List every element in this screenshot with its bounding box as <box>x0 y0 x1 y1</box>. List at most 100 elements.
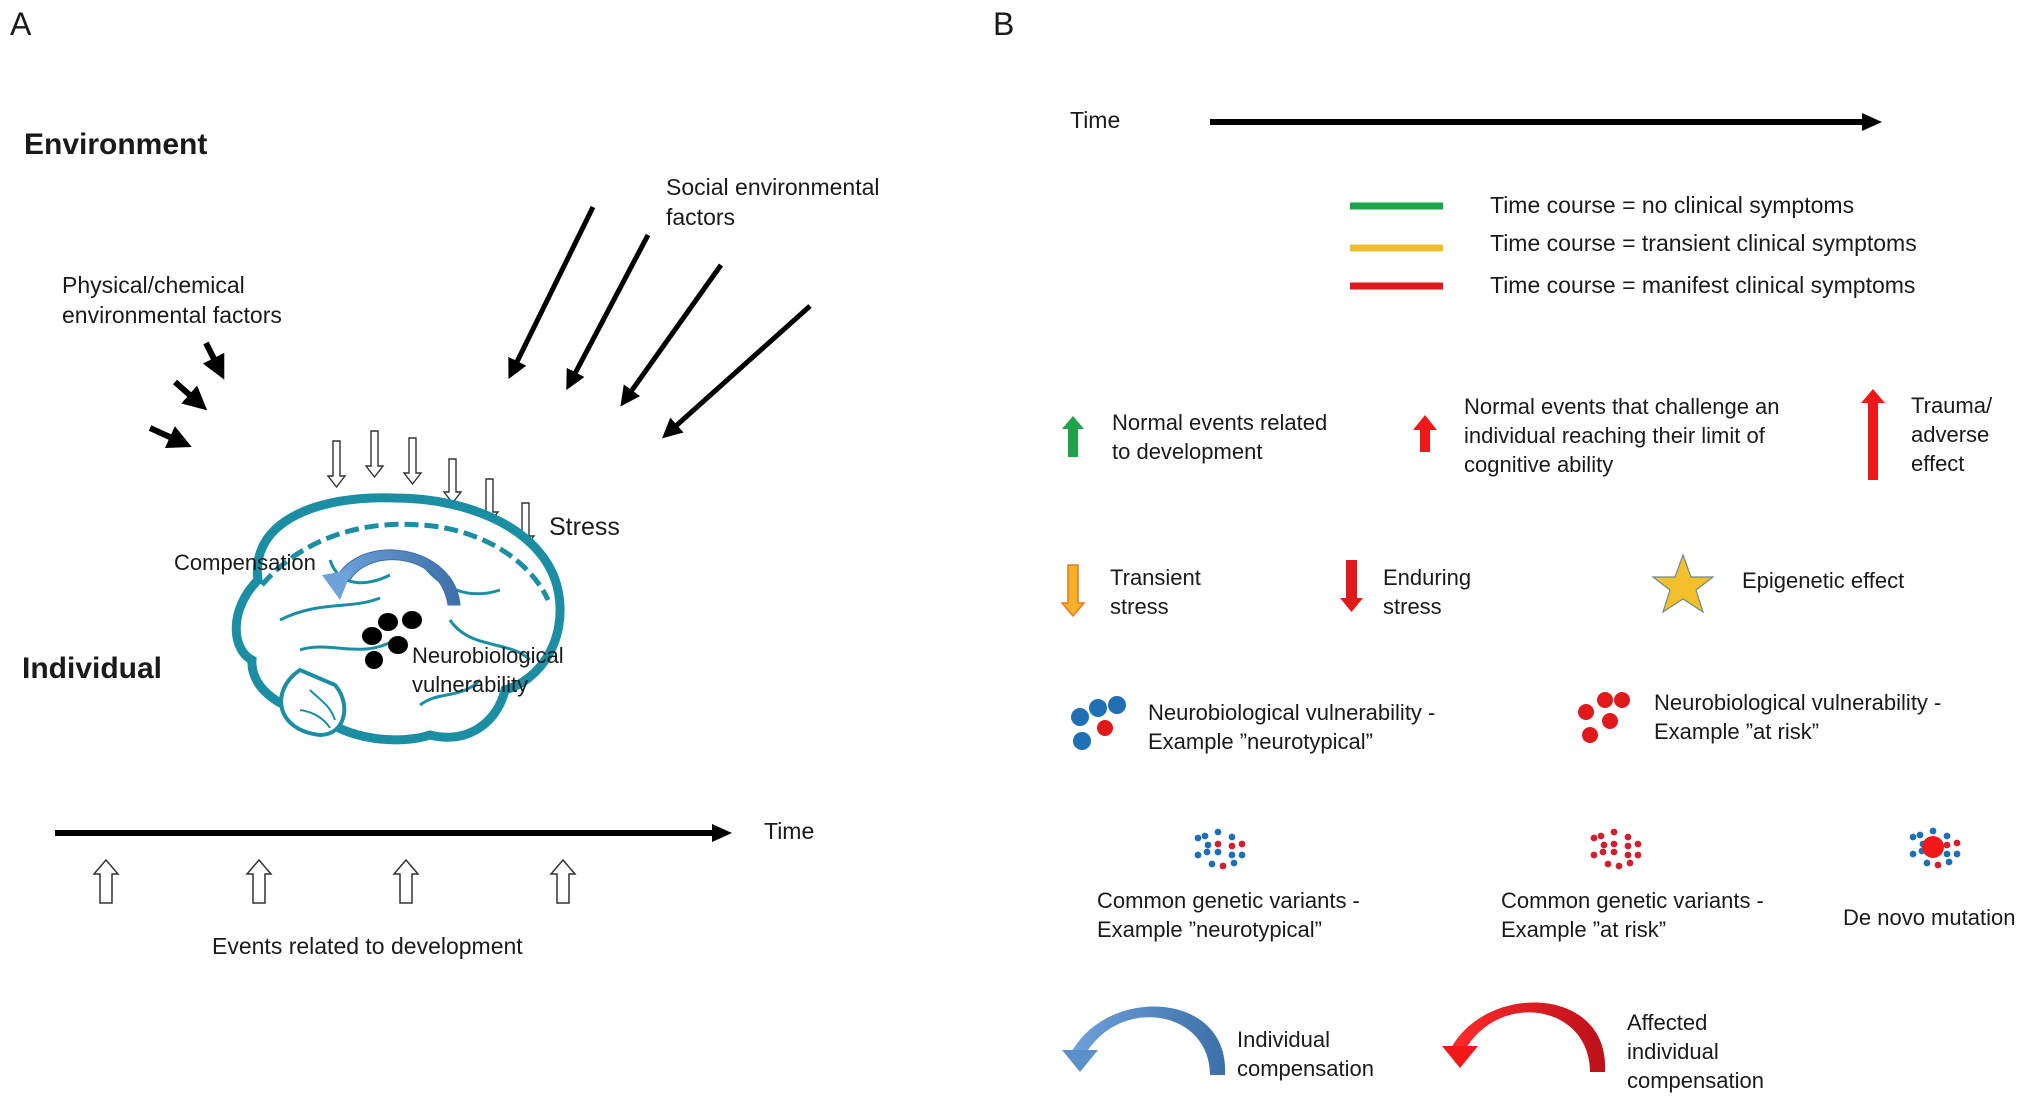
variant-dot <box>1219 862 1227 870</box>
stress-label: Stress <box>549 513 620 541</box>
dev-arrow-2 <box>245 858 273 904</box>
orange-down-arrow-icon <box>1060 564 1086 618</box>
dev-arrow-1 <box>92 858 120 904</box>
brain-illustration <box>231 493 565 745</box>
vuln-dot-4 <box>388 636 408 654</box>
genetic-label-at-risk: Common genetic variants - Example ”at ri… <box>1501 888 1764 942</box>
variant-dot <box>1953 850 1961 858</box>
variant-dot <box>1600 841 1608 849</box>
genetic-label-neurotypical: Common genetic variants - Example ”neuro… <box>1097 888 1360 942</box>
physical-arrow-2 <box>173 379 208 411</box>
de-novo-mutation-icon <box>1909 827 1961 869</box>
variant-dot <box>1599 848 1607 856</box>
individual-heading: Individual <box>22 652 163 685</box>
genetic-variants-at-risk-icon <box>1590 828 1642 870</box>
variant-dot <box>1909 850 1917 858</box>
timeline-b-time-label: Time <box>1070 107 1121 133</box>
development-arrows <box>92 858 577 904</box>
variant-dot <box>1228 851 1236 859</box>
variant-dot <box>1208 860 1216 868</box>
green-up-arrow-icon <box>1062 416 1084 457</box>
dev-arrow-4 <box>549 858 577 904</box>
physical-factor-arrows <box>148 341 225 448</box>
star-icon <box>1651 553 1715 614</box>
epigenetic-effect-label: Epigenetic effect <box>1742 568 1905 593</box>
variant-dot <box>1909 833 1917 841</box>
vulnerability-label-at-risk: Neurobiological vulnerability - Example … <box>1654 690 1942 744</box>
social-arrow-4 <box>662 304 812 439</box>
variant-dot <box>1953 839 1961 847</box>
social-arrow-2 <box>566 233 651 391</box>
affected-compensation-icon <box>1442 1002 1606 1072</box>
variant-dot <box>1923 859 1931 867</box>
stress-arrow-2 <box>364 430 385 479</box>
individual-compensation-icon <box>1062 1006 1226 1075</box>
variant-dot <box>1610 828 1618 836</box>
variant-dot <box>1943 850 1951 858</box>
social-arrow-1 <box>508 205 596 380</box>
timeline-a <box>55 824 732 842</box>
genetic-variants-neurotypical-icon <box>1194 828 1246 870</box>
timeline-b <box>1210 113 1882 131</box>
social-factors-label: Social environmental factors <box>666 174 880 230</box>
variant-dot <box>1203 848 1211 856</box>
vulnerability-cluster-at-risk-icon <box>1578 692 1630 743</box>
de-novo-core <box>1922 836 1944 858</box>
event-label-trauma: Trauma/ adverse effect <box>1911 393 1993 476</box>
variant-dot <box>1228 833 1236 841</box>
affected-compensation-label: Affected individual compensation <box>1627 1010 1764 1093</box>
vulnerability-dots <box>362 611 422 669</box>
variant-dot <box>1194 834 1202 842</box>
vulnerability-cluster-neurotypical-icon <box>1071 696 1126 750</box>
variant-dot <box>1214 828 1222 836</box>
variant-dot <box>1238 840 1246 848</box>
social-arrow-3 <box>620 263 724 407</box>
variant-dot <box>1916 831 1924 839</box>
de-novo-mutation-label: De novo mutation <box>1843 905 2016 930</box>
dev-arrow-3 <box>392 858 420 904</box>
variant-dot <box>1204 841 1212 849</box>
compensation-label: Compensation <box>174 550 316 575</box>
variant-dot <box>1943 841 1951 849</box>
variant-dot <box>1194 851 1202 859</box>
vuln-dot-1 <box>378 613 398 631</box>
vuln-dot-5 <box>365 651 383 669</box>
physical-arrow-3 <box>148 425 192 448</box>
stress-arrow-1 <box>326 440 347 489</box>
panel-a-label: A <box>10 6 32 42</box>
variant-dot <box>1934 861 1942 869</box>
panel-b-label: B <box>993 6 1015 42</box>
variant-dot <box>1929 827 1937 835</box>
variant-dot <box>1590 851 1598 859</box>
variant-dot <box>1610 848 1618 856</box>
legend-label-manifest: Time course = manifest clinical symptoms <box>1490 272 1916 298</box>
variant-dot <box>1943 832 1951 840</box>
variant-dot <box>1634 840 1642 848</box>
variant-dot <box>1610 840 1618 848</box>
stress-label-enduring: Enduring stress <box>1383 565 1472 619</box>
variant-dot <box>1214 840 1222 848</box>
variant-dot <box>1624 833 1632 841</box>
event-label-challenge: Normal events that challenge an individu… <box>1464 394 1780 477</box>
vuln-dot-3 <box>362 627 382 645</box>
compensation-arrow <box>322 549 461 606</box>
variant-dot <box>1201 832 1209 840</box>
environment-heading: Environment <box>24 128 208 161</box>
variant-dot <box>1228 842 1236 850</box>
legend-label-transient: Time course = transient clinical symptom… <box>1490 230 1917 256</box>
legend-label-no-symptoms: Time course = no clinical symptoms <box>1490 192 1855 218</box>
timeline-a-time-label: Time <box>764 818 815 844</box>
red-up-arrow-short-icon <box>1413 415 1437 452</box>
social-factor-arrows <box>508 205 812 439</box>
vulnerability-label: Neurobiological vulnerability <box>412 643 564 697</box>
red-up-arrow-long-icon <box>1861 389 1885 480</box>
stress-arrow-3 <box>402 437 423 486</box>
variant-dot <box>1945 858 1953 866</box>
variant-dot <box>1214 848 1222 856</box>
variant-dot <box>1634 851 1642 859</box>
variant-dot <box>1597 832 1605 840</box>
physical-factors-label: Physical/chemical environmental factors <box>62 272 282 328</box>
variant-dot <box>1604 860 1612 868</box>
